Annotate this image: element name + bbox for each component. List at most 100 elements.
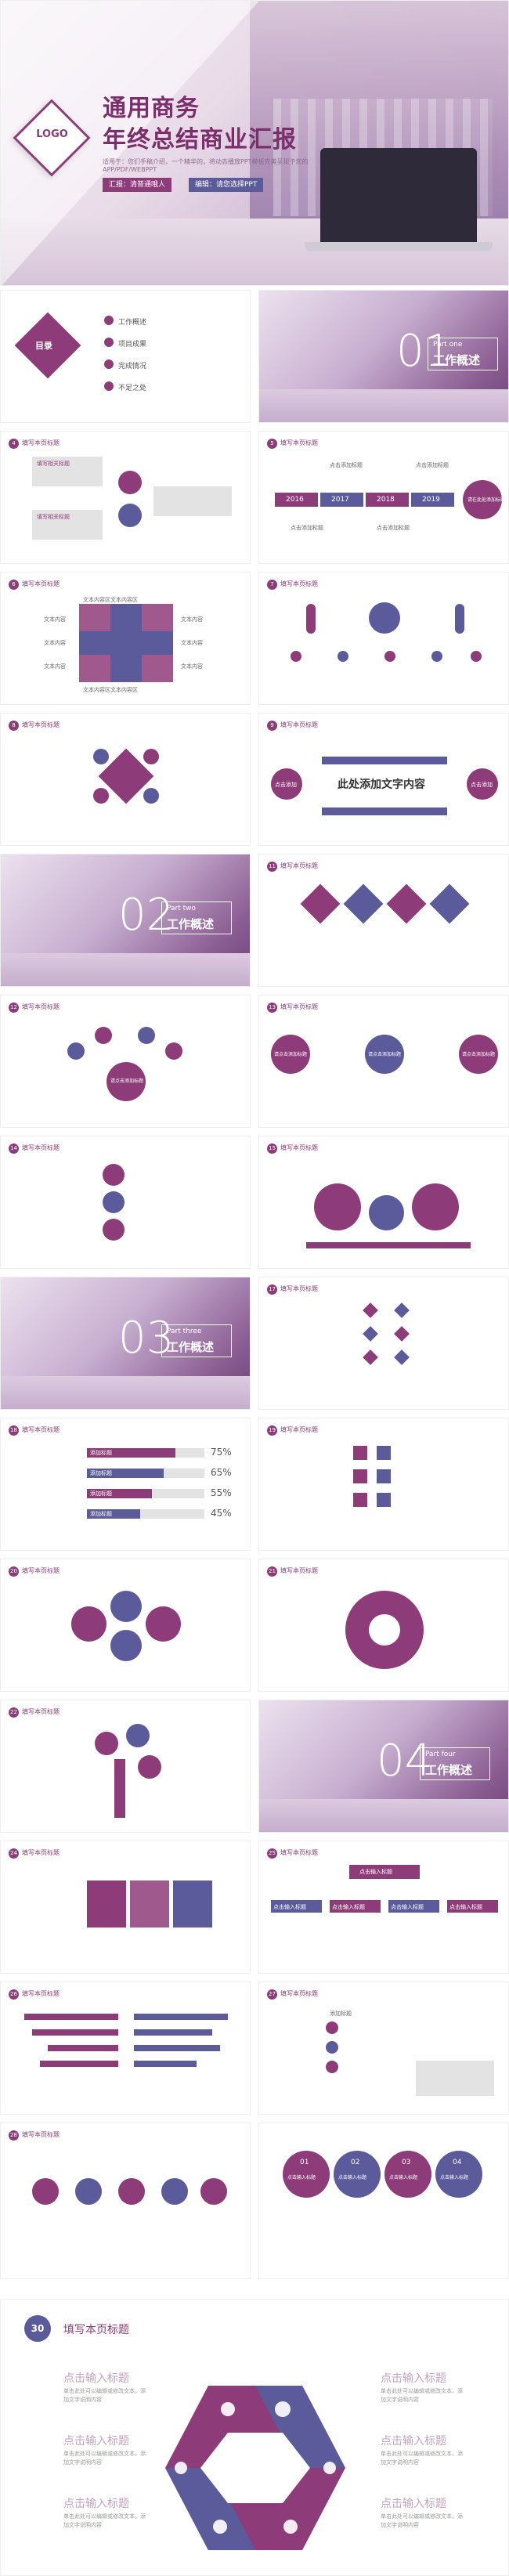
org-box (388, 1900, 439, 1913)
slide-title: 填写本页标题 (280, 1285, 318, 1292)
step-circle-3 (384, 2151, 431, 2198)
part-title: 工作概述 (167, 1340, 215, 1354)
person-icon (306, 604, 316, 634)
step-circle (103, 1219, 125, 1241)
text-box (32, 457, 103, 486)
slide-number: 18 (9, 1425, 19, 1436)
timeline-arrow (275, 493, 318, 507)
arrow-icon (221, 2402, 235, 2416)
toc-item-2[interactable]: 项目成果 (118, 341, 147, 349)
step-number: 04 (453, 2159, 462, 2166)
cover-slide[interactable]: LOGO 通用商务 年终总结商业汇报 适用于：您们手稿介绍，一个精华的，将动态播… (0, 0, 509, 286)
slide-title: 填写本页标题 (22, 2131, 60, 2138)
bar-label: 添加标题 (90, 1470, 112, 1476)
part-number: 02 (118, 890, 175, 941)
megaphone-icon (213, 2520, 227, 2534)
part-two-slide[interactable]: 02 Part two 工作概述 (0, 854, 251, 987)
slide-number: 14 (9, 1143, 19, 1154)
toc-dot-1 (104, 316, 114, 325)
wave-circle (32, 2178, 59, 2205)
bar-label: 添加标题 (90, 1490, 112, 1497)
pencil-icon (143, 749, 159, 764)
toc-label: 目录 (35, 341, 52, 351)
part-frame (161, 901, 232, 934)
part-title: 工作概述 (425, 1763, 473, 1777)
desk-image (1, 1376, 250, 1409)
step-label: 点击输入标题 (389, 2175, 418, 2180)
toc-item-1[interactable]: 工作概述 (118, 319, 147, 327)
toc-item-4[interactable]: 不足之处 (118, 385, 147, 392)
toc-slide[interactable]: 目录 工作概述 项目成果 完成情况 不足之处 (0, 290, 251, 423)
bar-fill (87, 1448, 175, 1458)
tree-trunk (114, 1759, 125, 1818)
logo: LOGO (36, 128, 68, 140)
icon-dot (338, 651, 348, 662)
slide-title: 填写本页标题 (22, 1426, 60, 1433)
toc-dot-4 (104, 381, 114, 391)
left-heading-1: 点击输入标题 (63, 2372, 129, 2385)
slide-number: 22 (9, 1707, 19, 1718)
step-label: 点击输入标题 (440, 2175, 469, 2180)
phone-icon (323, 2462, 336, 2474)
left-circle (271, 768, 302, 800)
step-circle-4 (435, 2151, 482, 2198)
part-one-slide[interactable]: 01 Part one 工作概述 (258, 290, 509, 423)
editor-button[interactable]: 编辑：请您选择PPT (189, 178, 264, 192)
slide-title: 填写本页标题 (280, 721, 318, 728)
compare-bar (134, 2014, 228, 2020)
right-circle (467, 768, 498, 800)
part-number: 03 (118, 1313, 175, 1364)
slide-29[interactable]: 01 点击输入标题 02 点击输入标题 03 点击输入标题 04 点击输入标题 (258, 2123, 509, 2279)
part-three-slide[interactable]: 03 Part three 工作概述 (0, 1277, 251, 1410)
hex-icon (363, 1326, 378, 1342)
part-four-slide[interactable]: 04 Part four 工作概述 (258, 1700, 509, 1833)
slide-30[interactable]: 30 填写本页标题 点击输入标题 单击此处可以编辑或修改文本，添加文字说明内容 … (0, 2299, 509, 2576)
left-text-2: 单击此处可以编辑或修改文本，添加文字说明内容 (63, 2451, 146, 2466)
gear-icon (412, 1183, 459, 1230)
toc-item-3[interactable]: 完成情况 (118, 363, 147, 370)
title-badge (463, 480, 502, 519)
icon-dot (326, 2021, 338, 2034)
circle-1 (271, 1035, 310, 1074)
left-text-1: 单击此处可以编辑或修改文本，添加文字说明内容 (63, 2388, 146, 2403)
tag-icon (175, 2462, 187, 2474)
base-bar (306, 1242, 471, 1248)
reporter-button[interactable]: 汇报：清普通哦人 (103, 178, 172, 192)
box-label: 填写相关标题 (37, 461, 70, 467)
center-label: 请点击添加标题 (110, 1078, 144, 1084)
slide-number: 27 (267, 1989, 277, 2000)
compare-bar (48, 2045, 118, 2051)
slide-number: 30 (24, 2315, 51, 2342)
